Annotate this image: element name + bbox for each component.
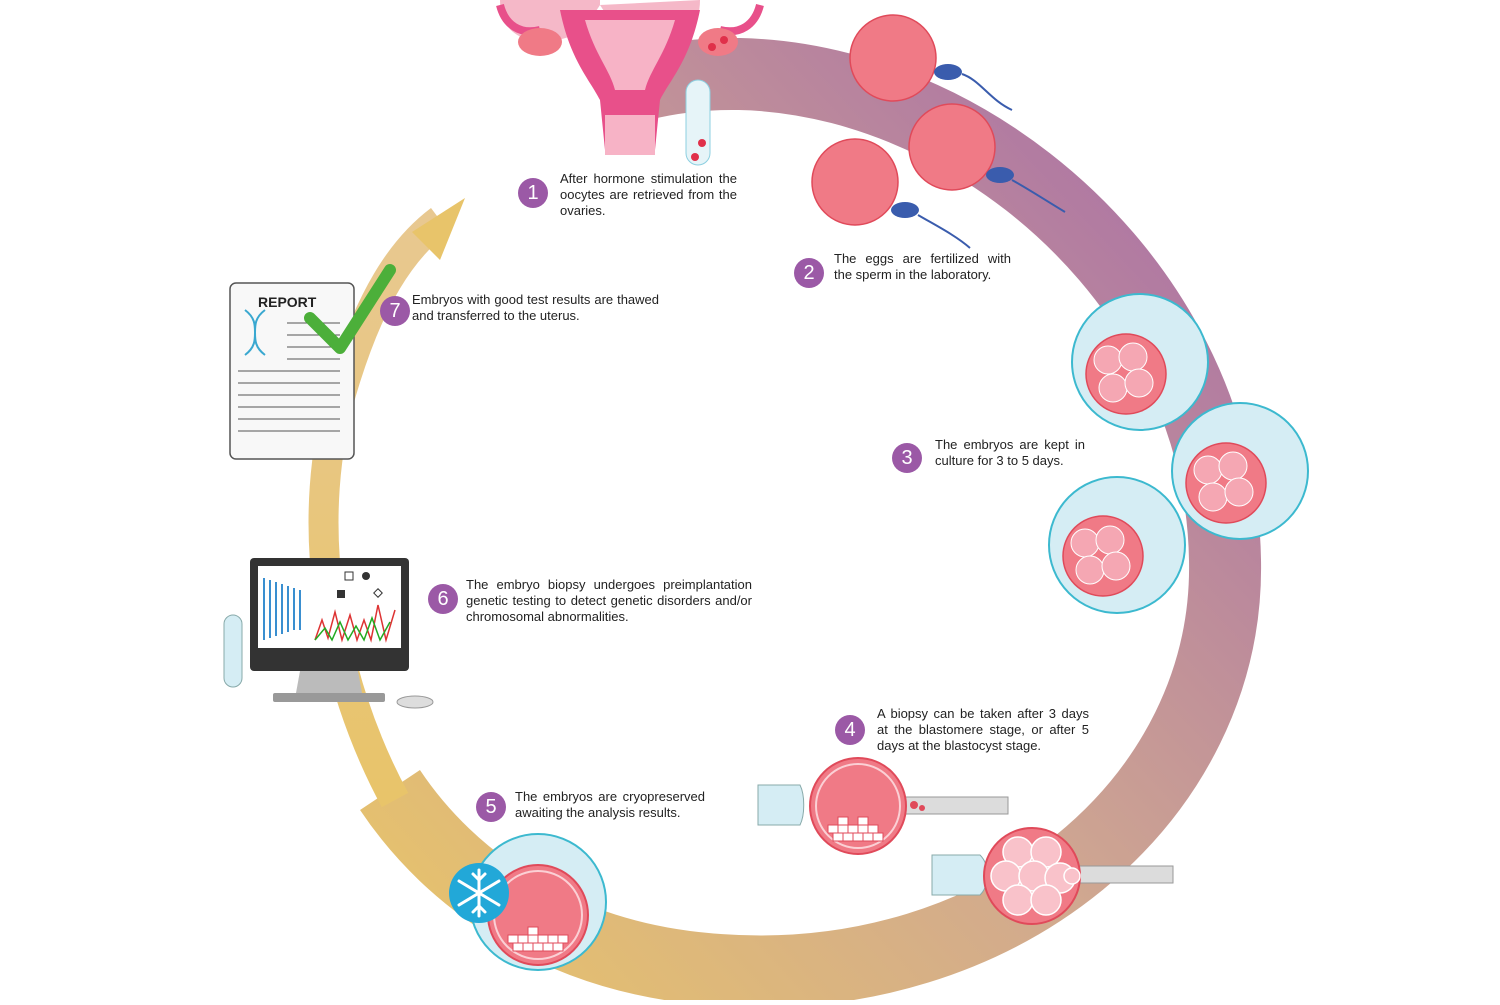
culture-dish-icon [1071, 293, 1209, 431]
frozen-embryo-icon [469, 833, 607, 971]
step-text-3: The embryos are kept in culture for 3 to… [935, 437, 1085, 468]
checkmark-icon [304, 264, 396, 354]
uterus-icon [496, 0, 764, 155]
egg-icon [849, 14, 1013, 111]
test-tube-icon [685, 79, 711, 166]
step-text-2: The eggs are fertilized with the sperm i… [834, 251, 1011, 282]
step-number-5: 5 [476, 792, 506, 822]
biopsy-blastocyst-icon [757, 757, 1009, 855]
step-number-6: 6 [428, 584, 458, 614]
report-title: REPORT [258, 294, 317, 310]
step-number-2: 2 [794, 258, 824, 288]
step-text-6: The embryo biopsy undergoes preimplantat… [466, 577, 752, 624]
egg-icon [908, 103, 1066, 213]
step-number-3: 3 [892, 443, 922, 473]
biopsy-blastomere-icon [931, 827, 1174, 925]
step-number-7: 7 [380, 296, 410, 326]
snowflake-icon [449, 863, 509, 923]
culture-dish-icon [1048, 476, 1186, 614]
step-text-4: A biopsy can be taken after 3 days at th… [877, 706, 1089, 753]
step-number-4: 4 [835, 715, 865, 745]
computer-icon [223, 558, 434, 709]
culture-dish-icon [1171, 402, 1309, 540]
step-text-1: After hormone stimulation the oocytes ar… [560, 171, 737, 218]
step-text-5: The embryos are cryopreserved awaiting t… [515, 789, 705, 820]
step-text-7: Embryos with good test results are thawe… [412, 292, 659, 323]
step-number-1: 1 [518, 178, 548, 208]
egg-icon [811, 138, 971, 249]
cycle-arrowhead [412, 198, 465, 260]
